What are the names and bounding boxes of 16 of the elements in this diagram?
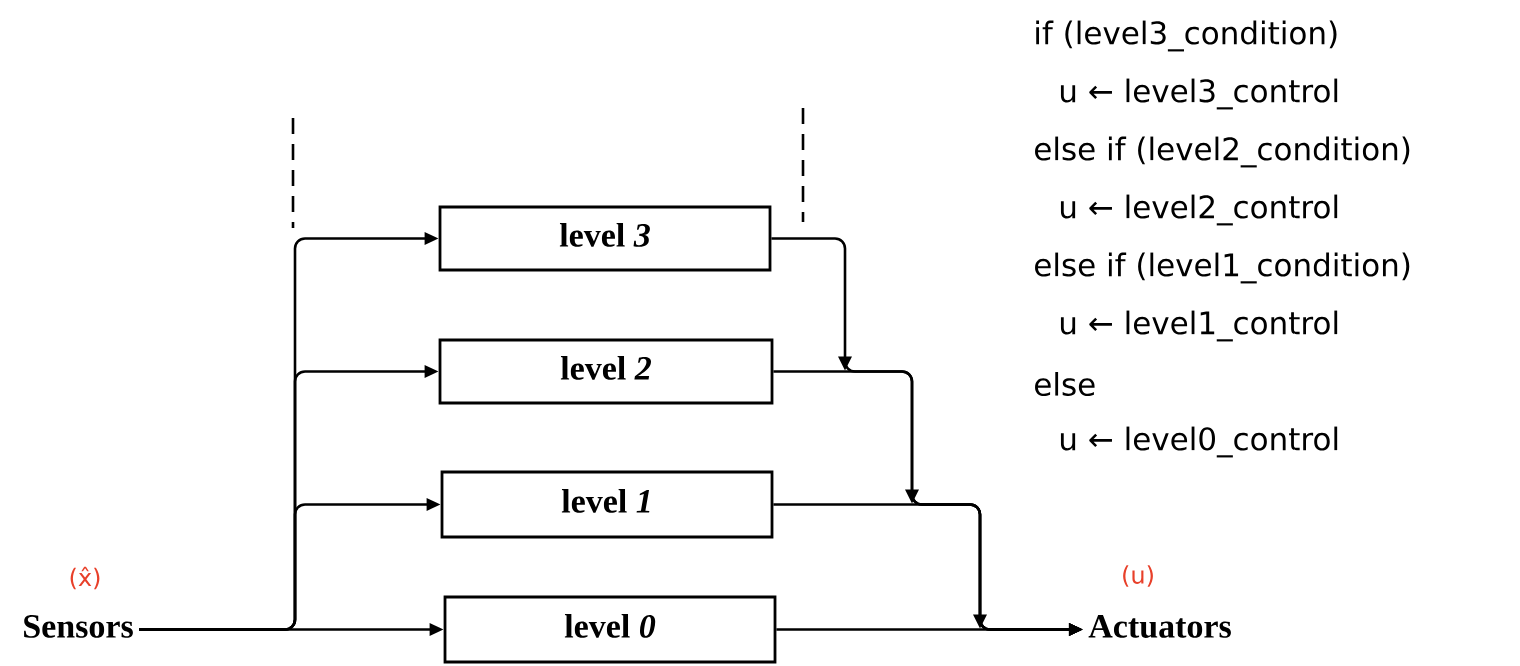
- code-line: if (level3_condition): [1036, 20, 1337, 52]
- code-line: else if (level1_condition): [1035, 252, 1410, 284]
- level-box: level 0: [443, 595, 777, 664]
- terminal-label: Actuators: [1088, 615, 1231, 638]
- level-box: level 2: [438, 338, 774, 405]
- code-line: u ← level3_control: [1060, 78, 1338, 110]
- level-box: level 3: [438, 205, 772, 272]
- code-line: u ← level1_control: [1060, 310, 1338, 342]
- code-line: else if (level2_condition): [1035, 136, 1410, 168]
- level-box: level 1: [440, 470, 774, 539]
- code-line: u ← level2_control: [1060, 194, 1338, 226]
- terminal-label: Sensors: [24, 615, 133, 638]
- code-line: u ← level0_control: [1060, 426, 1338, 458]
- code-line: else: [1035, 372, 1095, 396]
- signal-label: (x̂): [70, 566, 100, 590]
- signal-label: (u): [1123, 565, 1153, 587]
